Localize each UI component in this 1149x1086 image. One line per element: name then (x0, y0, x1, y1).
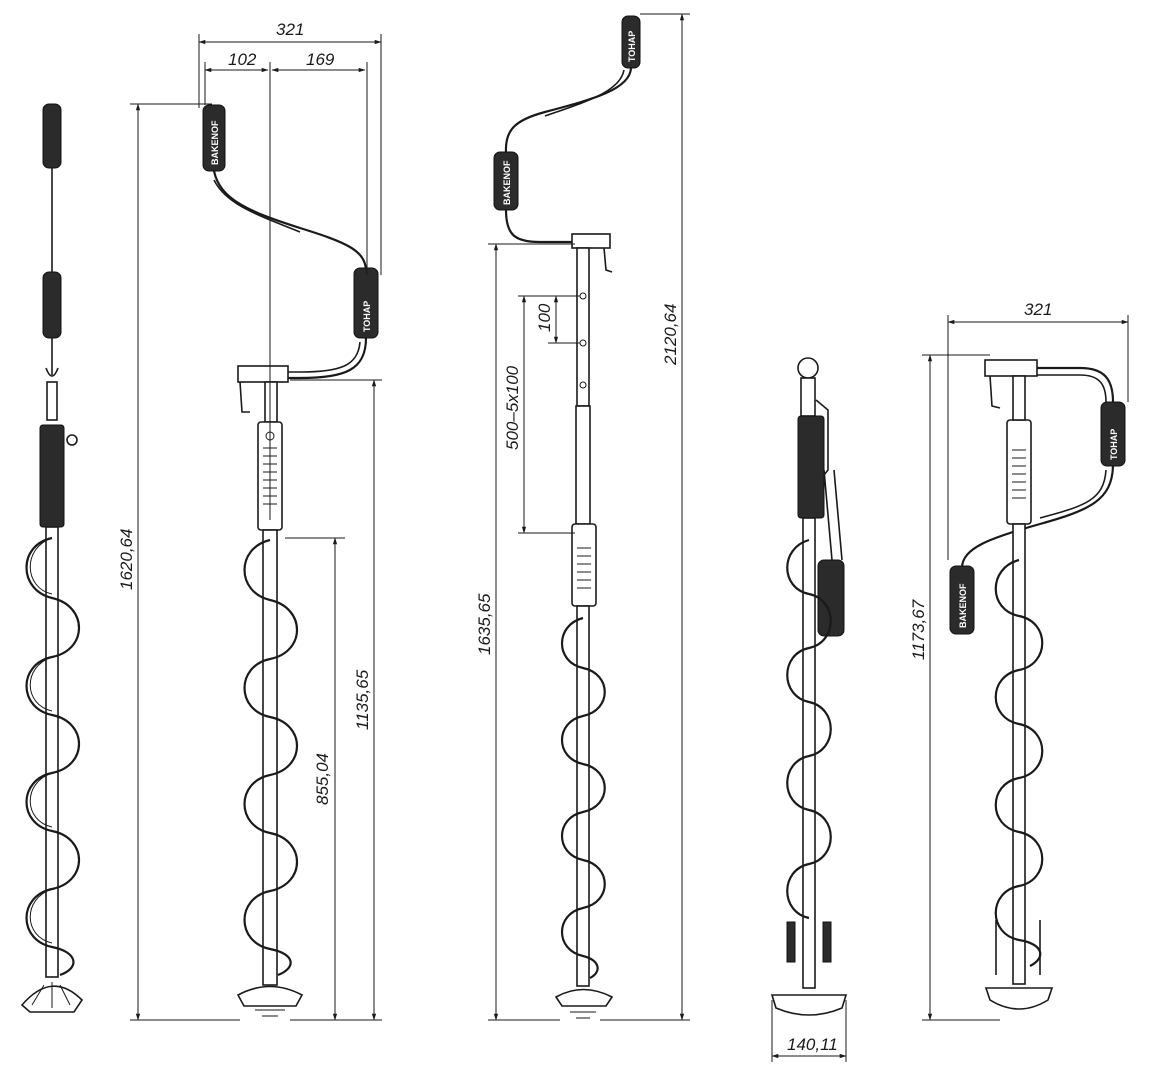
telescopic-housing-ribs (577, 547, 591, 589)
auger-flight (25, 536, 80, 977)
dim-102: 102 (228, 50, 257, 69)
telescopic-top-logo: ТОНАР (627, 31, 637, 62)
right-housing-ribs (1012, 449, 1026, 499)
dim-321-left: 321 (276, 20, 304, 39)
dimension-labels: 321 102 169 1620,64 1135,65 855,04 2120,… (117, 20, 1052, 1054)
telescopic-side-logo: BAKENOF (502, 160, 512, 205)
auger-view-right: ТОНАР BAKENOF (949, 359, 1126, 1010)
telescopic-t-joint (571, 233, 611, 249)
auger-view-folded (770, 357, 848, 1016)
right-housing (1006, 419, 1032, 525)
auger-view-telescopic: ТОНАР BAKENOF (493, 15, 641, 1019)
dim-321-right: 321 (1024, 300, 1052, 319)
dim-1620-64: 1620,64 (117, 529, 136, 590)
dim-140-11: 140,11 (787, 1035, 838, 1054)
dim-1135-65: 1135,65 (353, 669, 372, 730)
folded-housing (797, 415, 825, 519)
right-t-joint (984, 359, 1038, 377)
crank-grip-logo: BAKENOF (210, 120, 220, 165)
cutting-head (20, 985, 84, 1013)
right-bottom-logo: BAKENOF (958, 583, 968, 628)
telescopic-auger-shaft (576, 605, 590, 987)
dimension-lines (130, 13, 1129, 1062)
folded-auger-flight (786, 538, 832, 920)
right-cutting-head (984, 987, 1054, 1010)
folded-cutting-head (770, 994, 848, 1016)
right-auger-flight (994, 558, 1044, 967)
telescopic-housing (571, 523, 597, 607)
telescopic-cutting-head (554, 988, 614, 1007)
middle-grip (42, 271, 62, 339)
auger-view-side (20, 103, 84, 1013)
right-auger-shaft (1012, 523, 1026, 985)
dim-1635-65: 1635,65 (475, 593, 494, 655)
dim-169: 169 (306, 50, 335, 69)
dim-2120-64: 2120,64 (661, 304, 680, 366)
shaft-housing (39, 424, 65, 528)
crank-auger-flight (243, 538, 298, 977)
right-side-logo: ТОНАР (1109, 429, 1119, 460)
dim-855-04: 855,04 (313, 753, 332, 805)
t-joint (237, 365, 289, 383)
auger-view-crank: BAKENOF ТОНАР (202, 104, 379, 1017)
dim-500-5x100: 500–5х100 (503, 365, 522, 450)
telescopic-auger-flight (560, 616, 606, 979)
telescopic-lower-shaft (575, 405, 591, 525)
telescopic-crank-arm (504, 67, 633, 153)
folded-blade-left (786, 921, 796, 963)
crank-auger-shaft (262, 529, 278, 986)
crank-cutting-head (236, 985, 304, 1007)
auger-shaft (45, 526, 59, 978)
crank-side-logo: ТОНАР (362, 301, 372, 332)
dim-1173-67: 1173,67 (909, 599, 928, 660)
top-grip (42, 103, 62, 169)
dim-100: 100 (535, 303, 554, 332)
folded-top-knob (797, 357, 819, 379)
crank-arm (212, 170, 368, 271)
right-crank-arm (1037, 366, 1115, 403)
folded-blade-right (822, 921, 832, 963)
right-bottom-grip (949, 565, 975, 635)
